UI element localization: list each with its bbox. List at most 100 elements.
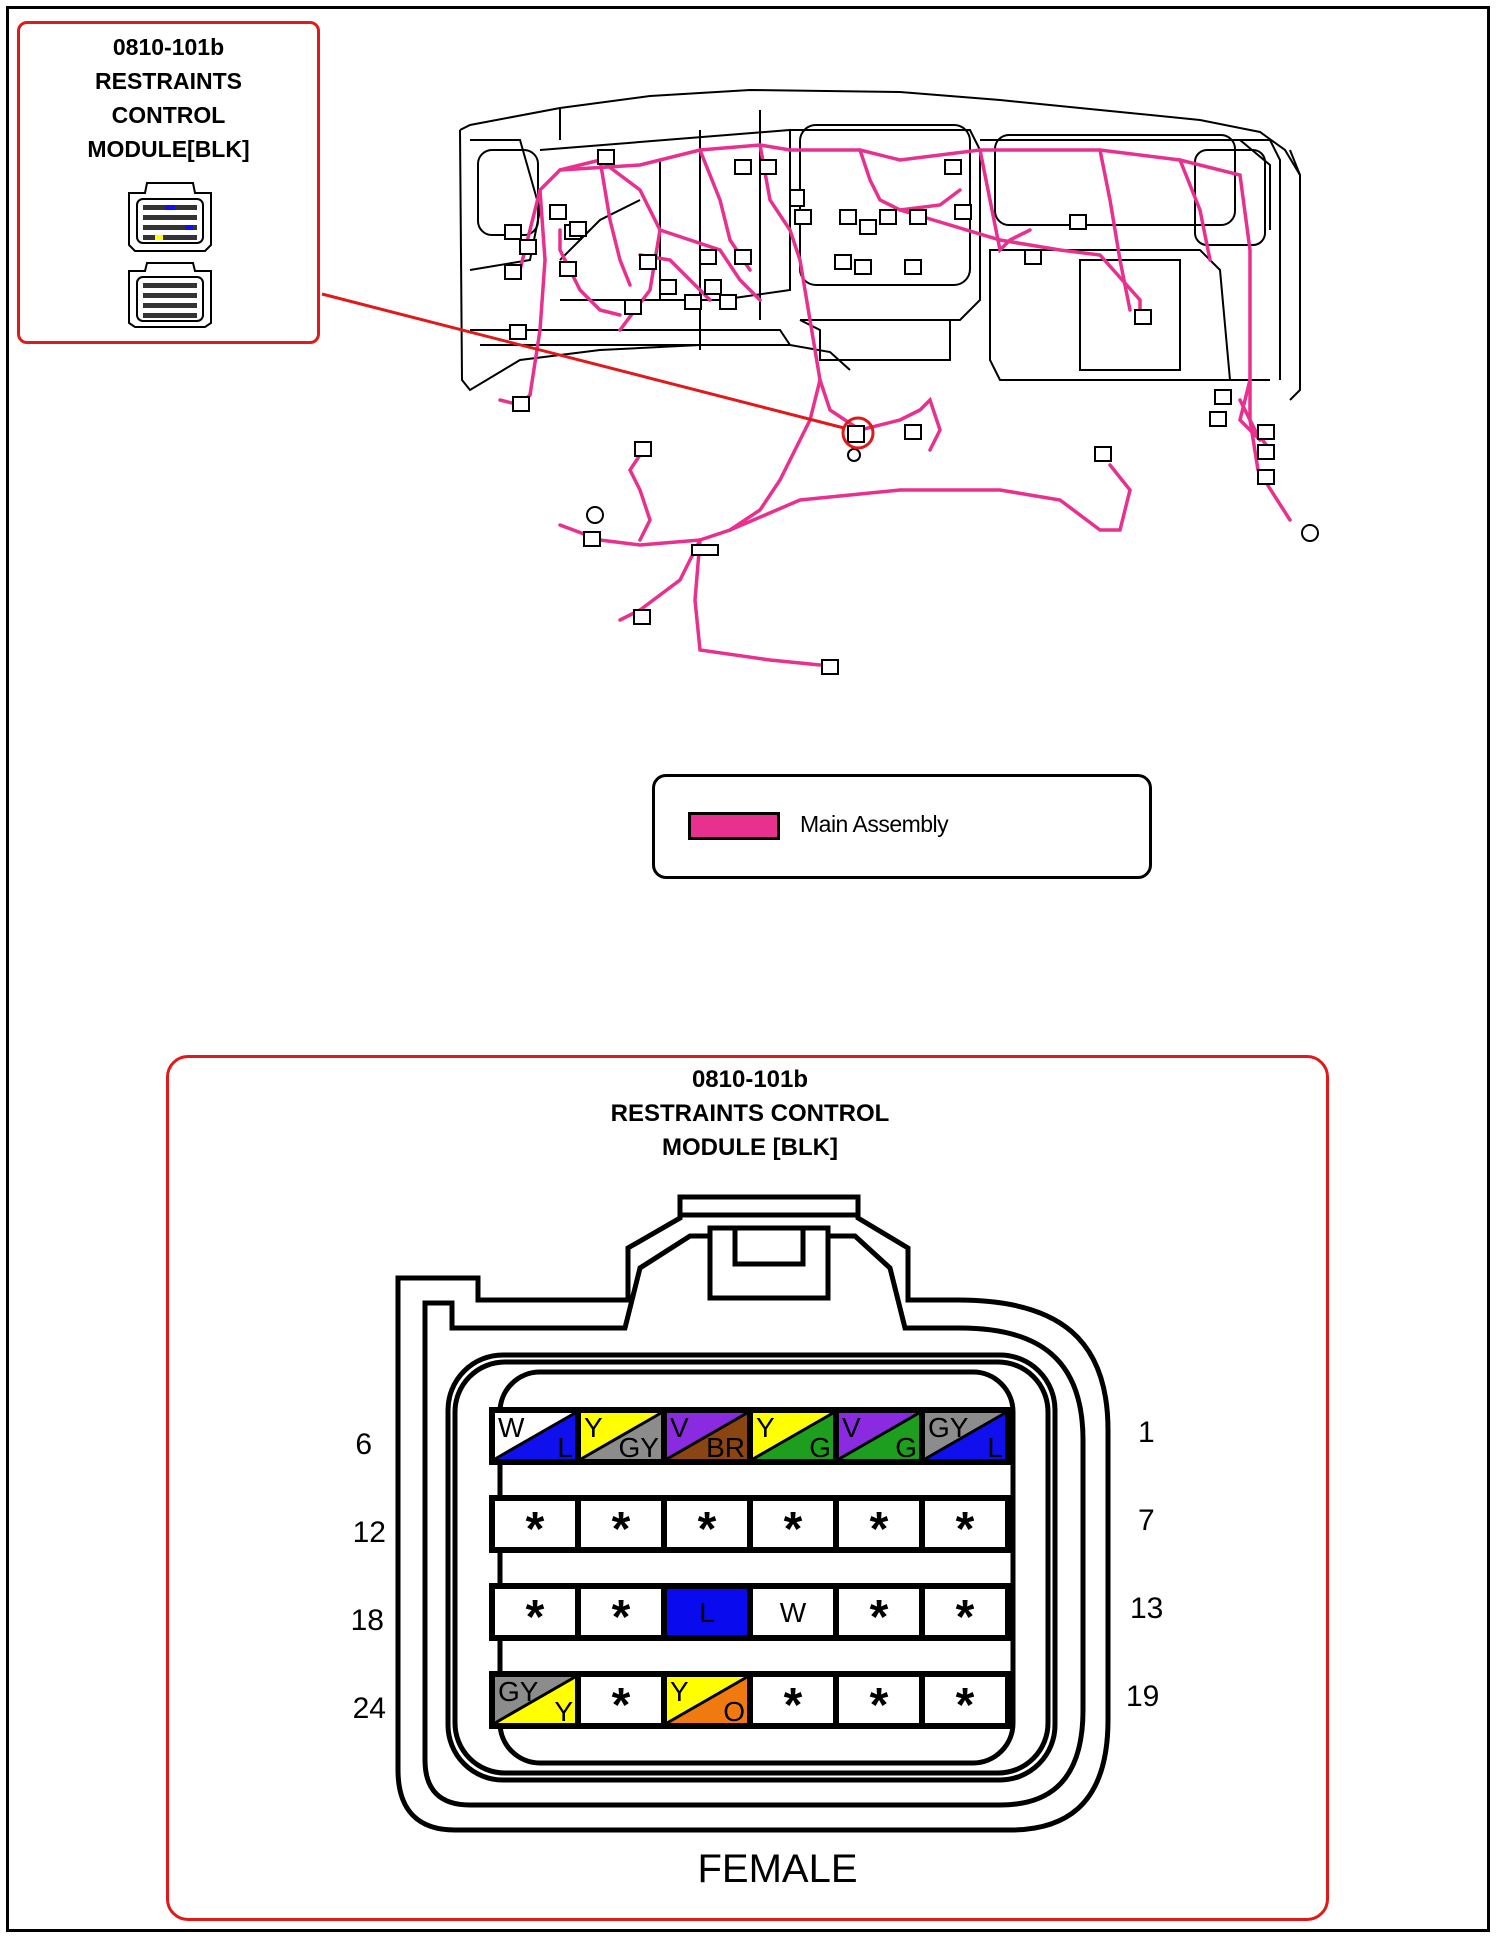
row-label-right: 7 (1138, 1504, 1155, 1537)
cavity: W (753, 1589, 833, 1635)
cavity-row (489, 1495, 1011, 1553)
callout-title-line: 0810-101b (112, 34, 225, 60)
cavity-stripe-color-code: G (895, 1432, 917, 1463)
row-label-left: 12 (352, 1516, 386, 1549)
cavity-row (489, 1407, 1011, 1465)
cavity: * (753, 1501, 833, 1556)
cavity: * (839, 1677, 919, 1732)
cavity: * (753, 1677, 833, 1732)
cavity-wire-color (753, 1589, 833, 1635)
cavity: * (495, 1589, 575, 1644)
cavity: GY Y (494, 1675, 576, 1727)
cavity-primary-color-code: V (842, 1412, 861, 1443)
dashboard-wiring-diagram (321, 88, 1319, 675)
cavity-empty (839, 1677, 919, 1723)
cavity: * (495, 1501, 575, 1556)
cavity: GY L (924, 1411, 1006, 1463)
cavity-empty (495, 1589, 575, 1635)
cavity-divider (924, 1411, 1006, 1461)
cavity-divider (666, 1675, 748, 1725)
row-label-left: 18 (350, 1604, 384, 1637)
callout-title-line: CONTROL (111, 102, 226, 128)
cavity-unused-mark: * (956, 1679, 975, 1732)
cavity: * (581, 1501, 661, 1556)
cavity: L (667, 1589, 747, 1635)
cavity: * (839, 1501, 919, 1556)
cavity-empty (925, 1677, 1005, 1723)
legend-swatch-main-assembly (688, 812, 780, 840)
cavity-divider (838, 1411, 920, 1461)
cavity-primary-color-code: Y (756, 1412, 775, 1443)
cavity-unused-mark: * (956, 1591, 975, 1644)
cavity: * (581, 1677, 661, 1732)
cavity-primary-color-code: Y (584, 1412, 603, 1443)
callout-title-line: RESTRAINTS (95, 68, 242, 94)
cavity-color-code: W (780, 1597, 807, 1628)
cavity-empty (495, 1501, 575, 1547)
cavity-divider (666, 1411, 748, 1461)
cavity: VG (838, 1411, 920, 1463)
cavity-wire-color (667, 1589, 747, 1635)
cavity: * (925, 1677, 1005, 1732)
cavity-primary-color-code: V (670, 1412, 689, 1443)
cavity-stripe-color-code: G (809, 1432, 831, 1463)
cavity-stripe-color-code: GY (619, 1432, 660, 1463)
cavity-empty (925, 1501, 1005, 1547)
legend-label: Main Assembly (800, 811, 949, 837)
callout-box: 0810-101b RESTRAINTS CONTROL MODULE[BLK] (17, 21, 320, 344)
row-label-left: 24 (352, 1692, 386, 1725)
row-label-right: 19 (1126, 1680, 1160, 1713)
cavity: * (925, 1589, 1005, 1644)
detail-title-line: RESTRAINTS CONTROL (610, 1100, 890, 1127)
cavity-primary-color-code: W (498, 1412, 525, 1443)
cavity-color-code: L (699, 1597, 715, 1628)
cavity-empty (667, 1501, 747, 1547)
cavity-unused-mark: * (956, 1503, 975, 1556)
cavity: * (925, 1501, 1005, 1556)
cavity-unused-mark: * (870, 1679, 889, 1732)
cavity: * (581, 1589, 661, 1644)
cavity-unused-mark: * (870, 1503, 889, 1556)
cavity-empty (581, 1677, 661, 1723)
cavity-primary-color-code: GY (928, 1412, 969, 1443)
cavity-empty (753, 1501, 833, 1547)
connector-thumbnails (128, 182, 212, 328)
cavity-divider (752, 1411, 834, 1461)
cavity: YO (666, 1675, 748, 1727)
cavity-divider (580, 1411, 662, 1461)
detail-title: 0810-101b RESTRAINTS CONTROL MODULE [BLK… (0, 1063, 1500, 1165)
row-label-left: 6 (355, 1428, 372, 1461)
row-label-right: 1 (1138, 1416, 1155, 1449)
cavity: * (667, 1501, 747, 1556)
cavity-empty (839, 1501, 919, 1547)
cavity-unused-mark: * (612, 1591, 631, 1644)
connector-gender-label: FEMALE (697, 1847, 858, 1891)
cavity-primary-color-code: Y (670, 1676, 689, 1707)
cavity-empty (925, 1589, 1005, 1635)
cavity-stripe-color-code: L (557, 1432, 573, 1463)
cavity-primary-color-code: GY (498, 1676, 539, 1707)
cavity: WL (494, 1411, 576, 1463)
callout-title: 0810-101b RESTRAINTS CONTROL MODULE[BLK] (20, 30, 317, 166)
cavity-empty (581, 1501, 661, 1547)
cavity-row (489, 1671, 1011, 1729)
cavity-stripe-color-code: L (987, 1432, 1003, 1463)
page-border (6, 6, 1490, 1932)
cavity-stripe-color-code: O (723, 1696, 745, 1727)
cavity: YG (752, 1411, 834, 1463)
row-label-right: 13 (1130, 1592, 1164, 1625)
cavity: Y GY (580, 1411, 662, 1463)
cavity-stripe-color-code: Y (554, 1696, 573, 1727)
cavity-unused-mark: * (612, 1503, 631, 1556)
cavity-row (489, 1583, 1011, 1641)
cavity-unused-mark: * (784, 1679, 803, 1732)
cavity-empty (581, 1589, 661, 1635)
cavity-unused-mark: * (870, 1591, 889, 1644)
cavity-empty (839, 1589, 919, 1635)
cavity-unused-mark: * (612, 1679, 631, 1732)
cavity: * (839, 1589, 919, 1644)
cavity-unused-mark: * (784, 1503, 803, 1556)
callout-title-line: MODULE[BLK] (87, 136, 250, 162)
detail-title-line: MODULE [BLK] (662, 1134, 838, 1161)
